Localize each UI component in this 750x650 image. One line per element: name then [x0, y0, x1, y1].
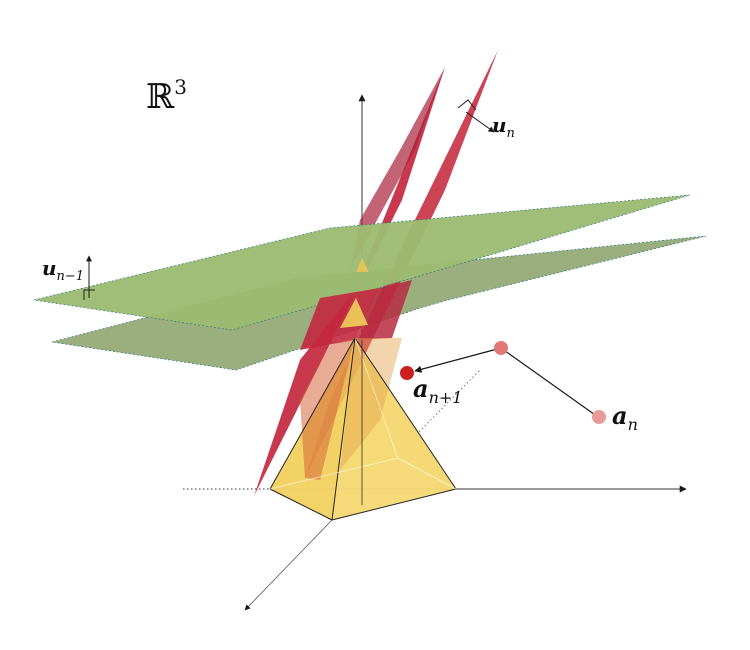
pyramid-face-front-right [332, 338, 456, 520]
right-angle-mark-u-n-minus-1 [83, 289, 95, 300]
red-plane-left-shade [350, 67, 445, 270]
iterate-path [400, 341, 606, 424]
space-label: ℝ3 [146, 75, 187, 117]
red-plane-mid-visible [300, 288, 380, 350]
label-a-n: an [612, 401, 638, 434]
normal-u-n-minus-1 [83, 255, 95, 300]
pyramid-edge-2 [331, 488, 457, 521]
red-plane-mid-right-visible [355, 280, 412, 340]
label-u-n: un [492, 113, 515, 141]
red-plane-left [254, 67, 445, 496]
normal-u-n [457, 99, 495, 133]
red-plane-over-pyramid [300, 338, 355, 480]
y-axis-front [244, 519, 333, 611]
point-intermediate [494, 341, 508, 355]
point-a-n-plus-1 [400, 366, 414, 380]
point-a-n [592, 410, 606, 424]
intersection-small-upper [356, 258, 369, 272]
label-a-n-plus-1: an+1 [413, 374, 462, 407]
pyramid-edge-hidden-2 [397, 457, 457, 490]
label-u-n-minus-1: un−1 [42, 256, 84, 284]
right-angle-mark-u-n [457, 99, 477, 111]
pyramid-front [269, 337, 457, 521]
pyramid-edge-hidden-1 [269, 457, 399, 490]
pyramid-edge-3 [269, 337, 356, 490]
intersection-small-lower [340, 298, 368, 328]
red-plane-over-pyramid-right [340, 338, 402, 470]
pyramid-edge-5 [354, 337, 457, 490]
pyramid-edge-1 [269, 488, 333, 521]
path-segment-mid-to-an1 [414, 347, 502, 373]
path-segment-an-to-mid [500, 347, 599, 418]
pyramid-edge-4 [331, 337, 356, 521]
u-n-arrow [465, 111, 495, 133]
